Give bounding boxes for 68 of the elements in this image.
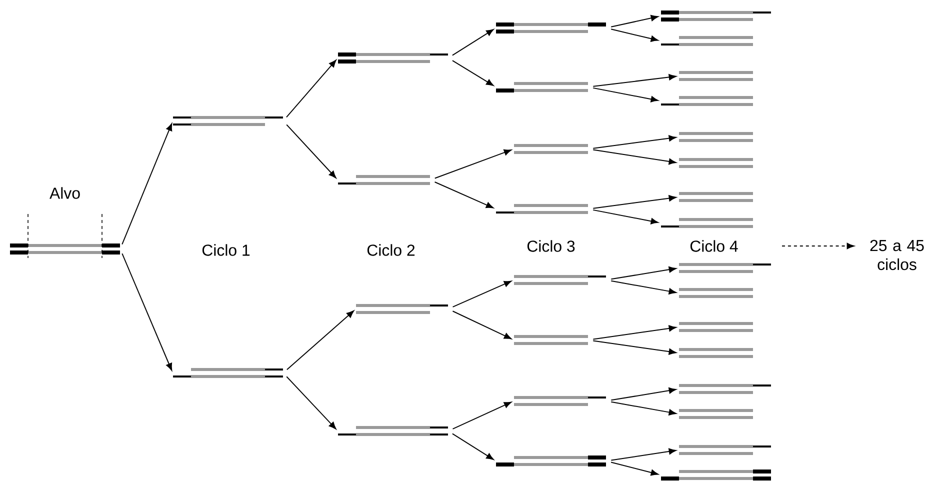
dna-duplex [10,214,120,258]
arrow [286,124,336,178]
dna-duplex [514,335,588,345]
arrow [592,149,676,165]
dna-duplex [661,36,753,46]
arrow [592,87,658,102]
dna-duplex [661,96,753,106]
dna-duplex [679,158,753,168]
dna-duplex [338,175,430,185]
dna-duplex [661,10,771,22]
dna-duplex [679,322,753,332]
dna-duplex [338,426,448,436]
dna-duplex [356,304,448,314]
arrow [592,74,676,87]
dna-duplex [514,396,606,406]
dna-duplex [679,192,753,202]
arrow [434,149,512,179]
cycle-label: Ciclo 2 [367,244,415,256]
arrow [610,280,676,294]
arrow [286,310,354,370]
dna-duplex [338,52,448,64]
cycles-text: 25 a 45 ciclos [870,240,924,270]
cycle-label: Ciclo 1 [202,244,250,256]
dna-duplex [514,275,606,285]
arrow [452,60,494,86]
dna-duplex [679,71,753,81]
dna-duplex [661,218,753,228]
dna-duplex [173,116,283,126]
arrow [610,387,676,401]
arrow [592,135,676,149]
arrow [610,14,658,28]
dna-duplex [679,445,771,455]
dna-duplex [679,288,753,298]
arrow [286,376,336,430]
arrow [782,242,854,250]
dna-duplex [679,348,753,358]
dna-duplex [679,263,771,273]
arrow [452,310,512,340]
arrow [592,340,676,355]
arrow [610,448,676,461]
dna-duplex [496,22,606,34]
cycle-label: Ciclo 4 [690,240,738,252]
dna-duplex [679,409,753,419]
dna-duplex [496,204,588,214]
arrow [610,266,676,280]
arrow [434,182,494,208]
dna-duplex [173,368,283,378]
arrow [592,195,676,209]
arrow [610,401,676,416]
dna-duplex [679,132,753,142]
cycle-label: Alvo [50,187,80,199]
arrow [610,462,658,476]
arrow [286,60,336,118]
arrow [452,433,494,460]
dna-duplex [679,384,771,394]
dna-duplex [514,144,588,154]
dna-duplex [496,82,588,92]
arrow [452,29,494,56]
arrow [452,280,512,308]
arrow [122,253,172,371]
arrow [592,325,676,340]
arrow [610,28,658,42]
dna-duplex [496,456,606,466]
arrow [452,402,512,430]
cycle-label: Ciclo 3 [527,240,575,252]
dna-duplex [661,470,771,480]
arrow [122,123,172,245]
arrow [592,209,658,224]
